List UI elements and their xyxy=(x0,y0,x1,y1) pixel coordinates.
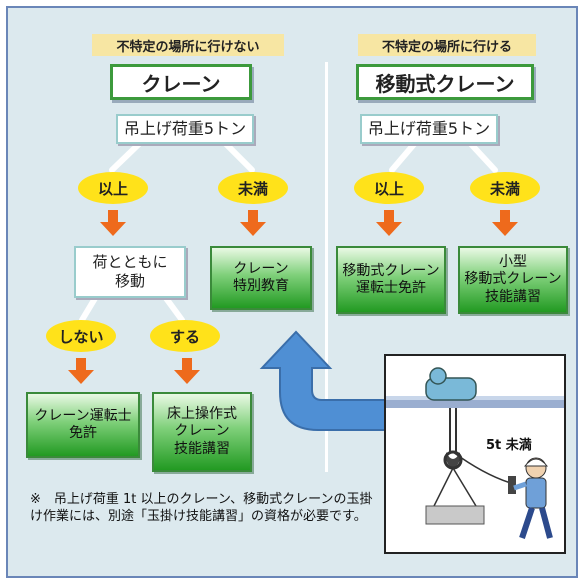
down-arrow-icon xyxy=(68,358,94,384)
special-line-2: 特別教育 xyxy=(233,278,289,294)
right-tag: 不特定の場所に行ける xyxy=(358,34,536,56)
small-line-1: 小型 xyxy=(499,253,527,270)
floor-line-1: 床上操作式 xyxy=(167,405,237,422)
license-line-2: 免許 xyxy=(69,425,97,441)
mobile-license-line-2: 運転士免許 xyxy=(356,280,426,296)
floor-operation-box: 床上操作式クレーン技能講習 xyxy=(152,392,252,472)
floor-line-2: クレーン xyxy=(174,423,230,440)
left-load-node: 吊上げ荷重5トン xyxy=(116,114,254,144)
right-load-node: 吊上げ荷重5トン xyxy=(360,114,498,144)
line-left-load-above xyxy=(109,140,143,173)
crane-illustration: 5t 未満 xyxy=(384,354,566,554)
line-right-load-above xyxy=(389,140,418,173)
line-left-load-below xyxy=(222,140,255,173)
no-oval: しない xyxy=(46,320,116,352)
down-arrow-icon xyxy=(174,358,200,384)
down-arrow-icon xyxy=(240,210,266,236)
floor-line-3: 技能講習 xyxy=(174,440,230,457)
left-title: クレーン xyxy=(110,64,252,100)
right-above-oval: 以上 xyxy=(354,172,424,204)
small-line-3: 技能講習 xyxy=(485,288,541,305)
left-below-oval: 未満 xyxy=(218,172,288,204)
special-line-1: クレーン xyxy=(233,260,289,277)
mobile-license-line-1: 移動式クレーン xyxy=(342,262,440,279)
left-above-oval: 以上 xyxy=(78,172,148,204)
curved-arrow-icon xyxy=(259,330,387,431)
move-line-1: 荷とともに xyxy=(92,253,168,272)
line-right-load-below xyxy=(467,140,498,173)
small-line-2: 移動式クレーン xyxy=(464,271,562,288)
yes-oval: する xyxy=(150,320,220,352)
mobile-crane-license-box: 移動式クレーン運転士免許 xyxy=(336,246,446,314)
note-text: ※ 吊上げ荷重 1t 以上のクレーン、移動式クレーンの玉掛け作業には、別途「玉掛… xyxy=(30,492,373,524)
move-with-load-node: 荷とともに移動 xyxy=(74,246,186,298)
down-arrow-icon xyxy=(100,210,126,236)
license-line-1: クレーン運転士 xyxy=(34,407,132,424)
crane-operator-illustration xyxy=(386,367,564,539)
illustration-label: 5t 未満 xyxy=(486,438,532,453)
special-education-box: クレーン特別教育 xyxy=(210,246,312,310)
right-title: 移動式クレーン xyxy=(356,64,534,100)
center-divider xyxy=(325,62,328,472)
left-tag: 不特定の場所に行けない xyxy=(92,34,284,56)
move-line-2: 移動 xyxy=(114,272,145,290)
down-arrow-icon xyxy=(492,210,518,236)
down-arrow-icon xyxy=(376,210,402,236)
small-mobile-crane-box: 小型移動式クレーン技能講習 xyxy=(458,246,568,314)
right-below-oval: 未満 xyxy=(470,172,540,204)
crane-license-box: クレーン運転士免許 xyxy=(26,392,140,458)
